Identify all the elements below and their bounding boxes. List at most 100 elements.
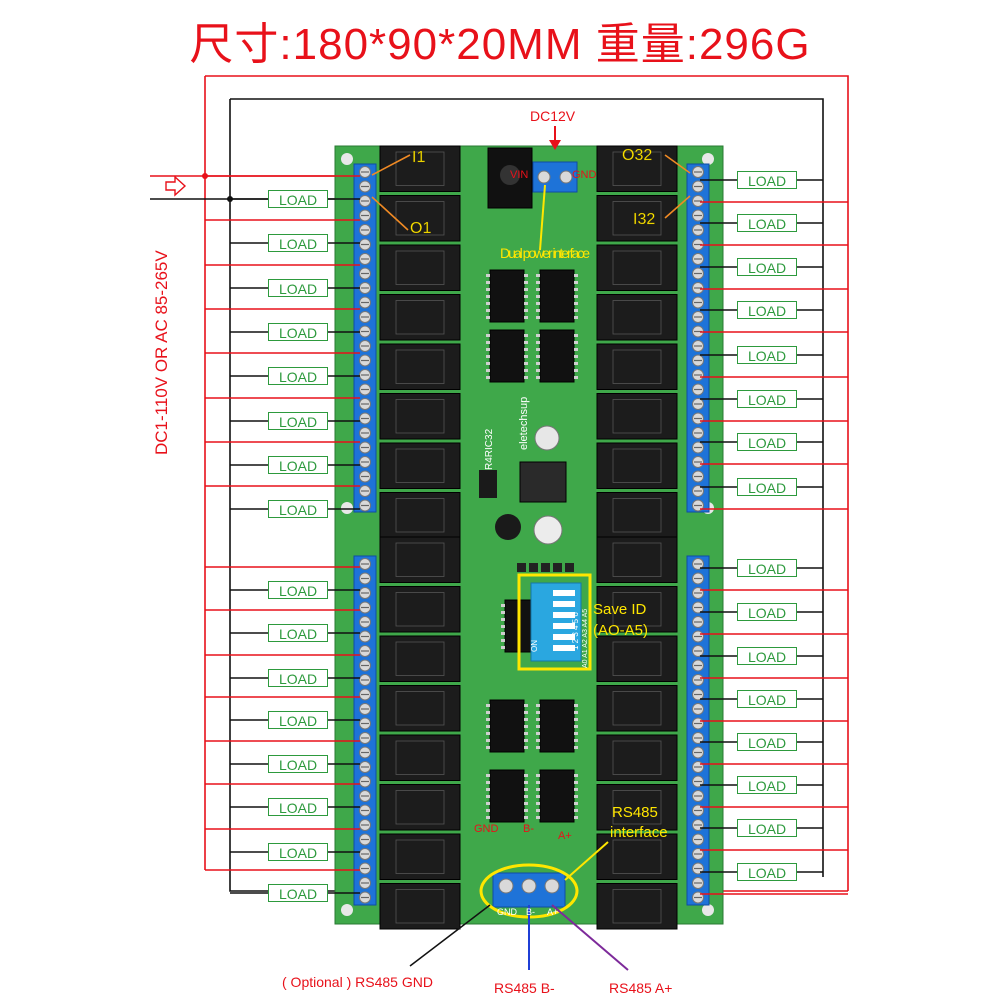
header-pin: [553, 563, 562, 572]
load-box: LOAD: [737, 647, 797, 665]
relay-left: [379, 492, 461, 539]
relay-left-lower: [379, 586, 461, 633]
relay-left-marking: [395, 448, 445, 483]
load-box: LOAD: [737, 171, 797, 189]
relay-right-lower-marking: [612, 641, 662, 676]
diode: [479, 470, 497, 498]
ic-pin: [524, 302, 528, 305]
ic-pin: [574, 281, 578, 284]
ic-pin: [574, 739, 578, 742]
ic-pin: [574, 781, 578, 784]
relay-left-lower-marking: [395, 839, 445, 874]
ic-chip: [539, 769, 575, 823]
ic-pin: [574, 274, 578, 277]
ic-pin: [536, 295, 540, 298]
ic-pin: [536, 774, 540, 777]
rs485-screw: [521, 878, 537, 894]
relay-left-lower-marking: [395, 592, 445, 627]
rs485-note-1: RS485: [612, 804, 658, 821]
header-pin: [565, 563, 574, 572]
relay-left-lower-marking: [395, 790, 445, 825]
terminal-left-top: [353, 163, 377, 513]
rs485-screw: [498, 878, 514, 894]
relay-left: [379, 343, 461, 390]
ic-pin: [501, 639, 505, 642]
power-arrow-icon: [165, 175, 187, 197]
relay-right-lower: [596, 883, 678, 930]
dip-on: ON: [530, 640, 539, 652]
page-title: 尺寸:180*90*20MM 重量:296G: [189, 20, 811, 69]
pin-callout-line: [371, 154, 411, 176]
relay-left-lower-marking: [395, 691, 445, 726]
ic-pin: [574, 809, 578, 812]
ic-chip: [489, 699, 525, 753]
dc12v-label: DC12V: [530, 108, 576, 124]
ic-pin: [486, 816, 490, 819]
terminal-right-bottom: [686, 555, 710, 906]
pin-callout-line: [664, 195, 691, 219]
ic-pin: [574, 341, 578, 344]
ic-pin: [524, 732, 528, 735]
dip-lever: [553, 612, 575, 618]
ic-pin: [524, 781, 528, 784]
relay-left-marking: [395, 498, 445, 533]
relay-right: [596, 244, 678, 291]
ic-pin: [536, 302, 540, 305]
load-box: LOAD: [268, 669, 328, 687]
relay-right-lower: [596, 635, 678, 682]
brand-silk: eletechsup: [518, 397, 530, 450]
ic-pin: [536, 288, 540, 291]
relay-left-lower: [379, 734, 461, 781]
relay-right: [596, 195, 678, 242]
dc-jack-socket: [500, 165, 520, 185]
dip-lever: [553, 634, 575, 640]
i32-label: I32: [633, 211, 655, 228]
silk-gnd: GND: [474, 823, 499, 835]
load-box: LOAD: [268, 581, 328, 599]
mount-hole: [702, 904, 714, 916]
load-box: LOAD: [268, 412, 328, 430]
wiring-frames: [150, 75, 849, 892]
load-box: LOAD: [737, 301, 797, 319]
relay-left: [379, 145, 461, 192]
voltage-regulator: [519, 461, 567, 503]
ic-chip: [489, 329, 525, 383]
load-box: LOAD: [737, 346, 797, 364]
relay-left-lower: [379, 833, 461, 880]
ic-pin: [486, 739, 490, 742]
mount-hole: [341, 153, 353, 165]
power-screw: [537, 170, 551, 184]
ic-pin: [524, 288, 528, 291]
relay-right-lower-marking: [612, 790, 662, 825]
load-box: LOAD: [268, 711, 328, 729]
power-screw: [559, 170, 573, 184]
load-box: LOAD: [268, 323, 328, 341]
header-pin: [529, 563, 538, 572]
ic-pin: [486, 725, 490, 728]
ic-pin: [536, 788, 540, 791]
ic-pin: [524, 809, 528, 812]
load-box: LOAD: [268, 190, 328, 208]
ic-pin: [486, 281, 490, 284]
ic-pin: [574, 718, 578, 721]
load-box: LOAD: [737, 214, 797, 232]
ic-pin: [486, 718, 490, 721]
header-pin: [541, 563, 550, 572]
term-gnd-label: GND: [497, 907, 518, 917]
ic-pin: [536, 781, 540, 784]
ic-pin: [501, 646, 505, 649]
relay-left: [379, 442, 461, 489]
power-input-label: DC1-110V OR AC 85-265V: [152, 250, 171, 455]
load-box: LOAD: [268, 755, 328, 773]
relay-right-marking: [612, 250, 662, 285]
ic-pin: [524, 739, 528, 742]
i1-label: I1: [412, 149, 425, 166]
ic-pin: [486, 274, 490, 277]
pin-callout-line: [371, 196, 409, 231]
load-box: LOAD: [268, 500, 328, 518]
ic-pin: [524, 718, 528, 721]
ic-pin: [501, 618, 505, 621]
rs485-screw: [544, 878, 560, 894]
dual-power-pointer: [539, 184, 546, 251]
ic-pin: [574, 774, 578, 777]
